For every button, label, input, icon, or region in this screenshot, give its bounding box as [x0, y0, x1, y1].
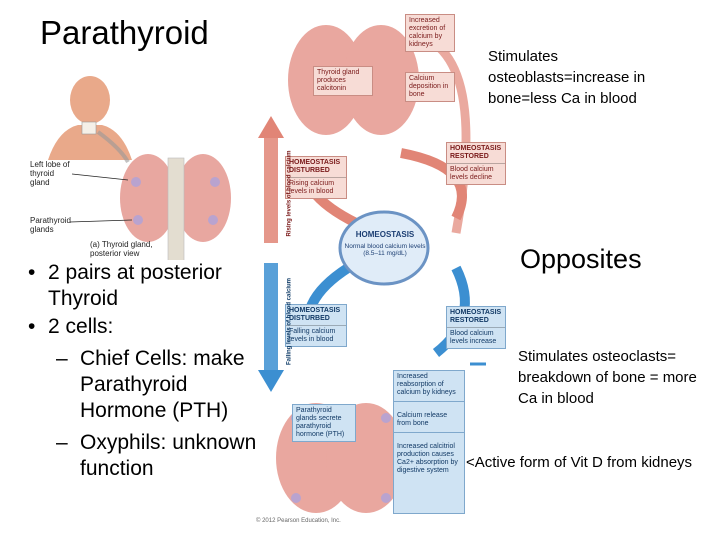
homeostasis-center: HOMEOSTASIS Normal blood calcium levels … [344, 230, 426, 257]
note-osteoblasts: Stimulates osteoblasts=increase in bone=… [488, 48, 646, 107]
box-homeostasis-restored-bottom: HOMEOSTASIS RESTORED Blood calcium level… [446, 306, 506, 349]
slide-title: Parathyroid [40, 14, 209, 51]
box-thyroid-calcitonin: Thyroid gland produces calcitonin [313, 66, 373, 96]
thyroid-posterior-illustration [48, 76, 231, 260]
bullet-list: 2 pairs at posterior Thyroid 2 cells: Ch… [28, 260, 258, 482]
box-pth-effects: Increased reabsorption of calcium by kid… [393, 370, 465, 514]
label-left-lobe: Left lobe of thyroid gland [30, 160, 70, 187]
note-osteoclasts: Stimulates osteoclasts= breakdown of bon… [518, 348, 697, 407]
subbullet-oxyphils: Oxyphils: unknown function [42, 430, 258, 482]
box-homeostasis-disturbed-top: HOMEOSTASIS DISTURBED Rising calcium lev… [285, 156, 347, 199]
box-homeostasis-restored-top: HOMEOSTASIS RESTORED Blood calcium level… [446, 142, 506, 185]
box-pth-secretion: Parathyroid glands secrete parathyroid h… [292, 404, 356, 442]
label-parathyroid-glands: Parathyroid glands [30, 216, 71, 234]
copyright: © 2012 Pearson Education, Inc. [256, 518, 341, 524]
note-opposites: Opposites [520, 244, 642, 274]
subbullet-chief-cells: Chief Cells: make Parathyroid Hormone (P… [42, 346, 258, 424]
note-vitamin-d: <Active form of Vit D from kidneys [466, 454, 693, 471]
bullet-pairs: 2 pairs at posterior Thyroid [28, 260, 258, 312]
bullet-cells: 2 cells: [28, 314, 258, 340]
figure-caption: (a) Thyroid gland, posterior view [90, 240, 153, 258]
box-homeostasis-disturbed-bottom: HOMEOSTASIS DISTURBED Falling calcium le… [285, 304, 347, 347]
falling-arrow-label: Falling levels of blood calcium [286, 277, 293, 366]
rising-arrow-label: Rising levels of blood calcium [286, 150, 293, 237]
box-kidney-excretion: Increased excretion of calcium by kidney… [405, 14, 455, 52]
box-calcium-deposition: Calcium deposition in bone [405, 72, 455, 102]
